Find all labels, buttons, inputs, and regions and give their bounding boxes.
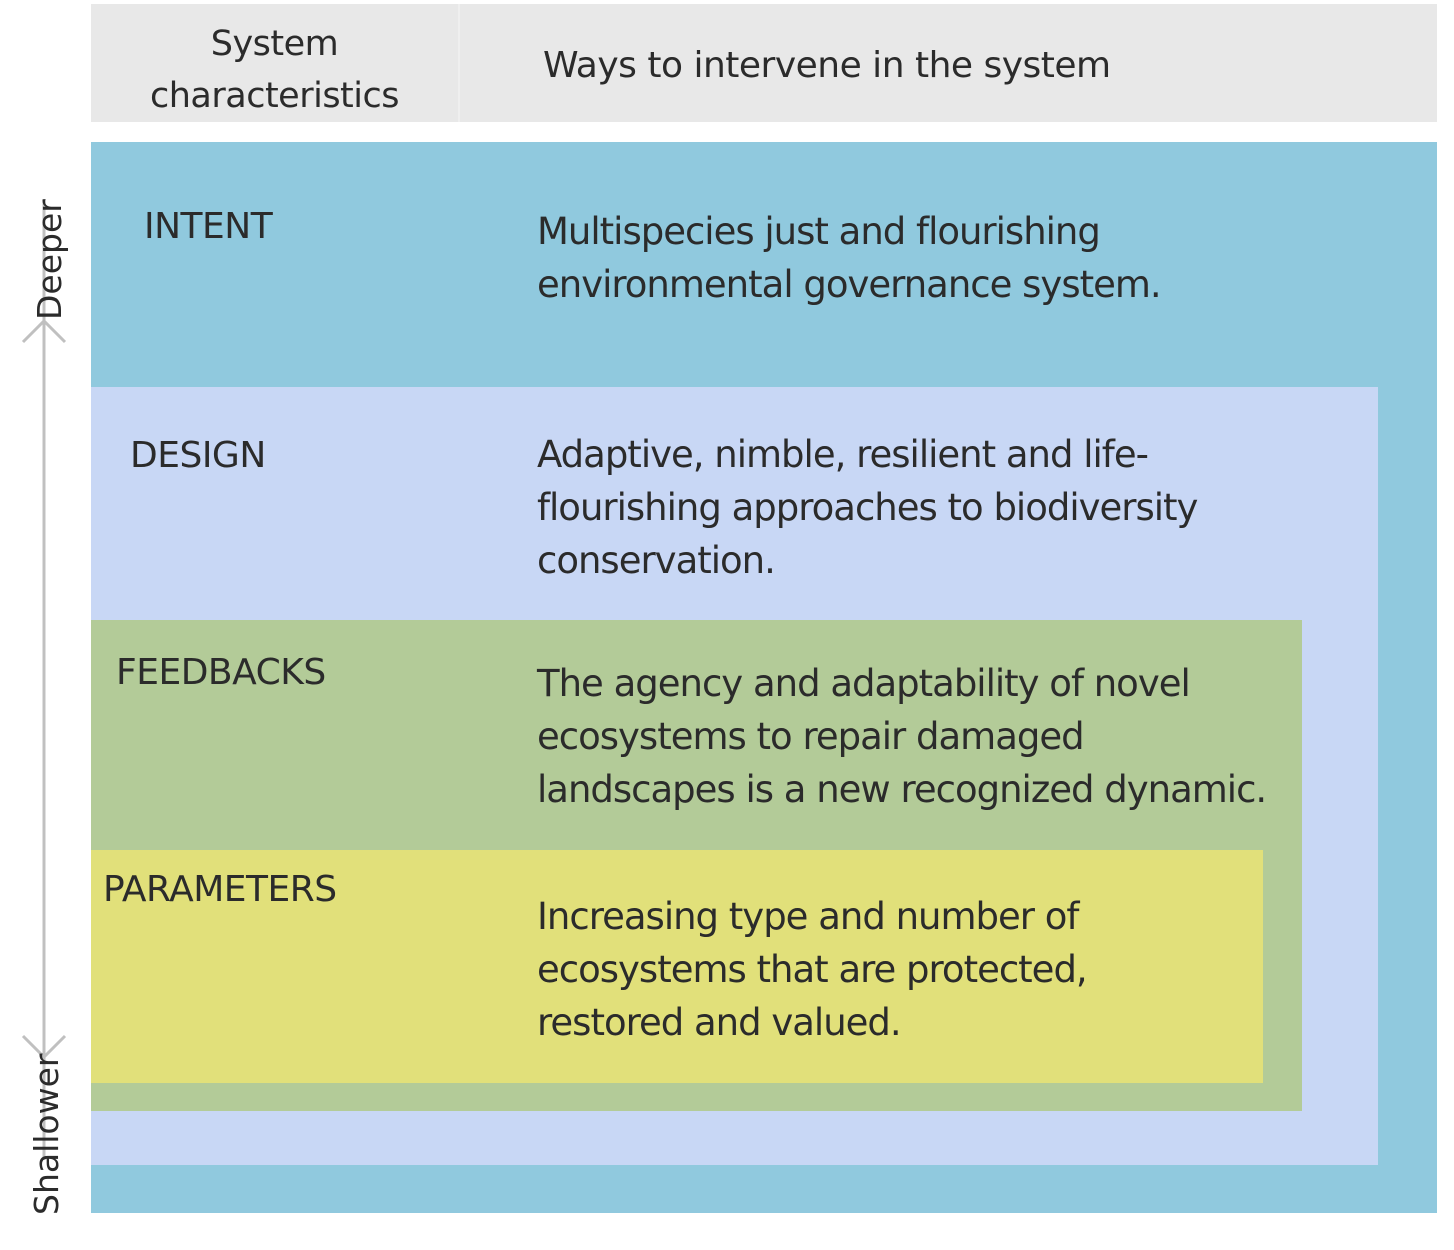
depth-axis: Deeper Shallower: [0, 140, 91, 1220]
layer-label-intent: INTENT: [144, 206, 273, 247]
layer-description-parameters: Increasing type and number of ecosystems…: [537, 895, 1088, 1044]
layer-label-parameters: PARAMETERS: [103, 869, 337, 910]
header-divider: [458, 4, 460, 122]
layer-parameters: PARAMETERS Increasing type and number of…: [91, 850, 1263, 1083]
layer-description-design: Adaptive, nimble, resilient and life- fl…: [537, 433, 1198, 582]
double-arrow-icon: [21, 200, 67, 1160]
axis-label-deeper: Deeper: [30, 199, 69, 320]
table-header: System characteristics Ways to intervene…: [91, 4, 1437, 122]
layer-label-design: DESIGN: [130, 435, 266, 476]
layer-label-feedbacks: FEEDBACKS: [116, 652, 326, 693]
layer-description-feedbacks: The agency and adaptability of novel eco…: [537, 662, 1267, 811]
header-ways-to-intervene: Ways to intervene in the system: [543, 45, 1111, 86]
header-system-characteristics: System characteristics: [150, 24, 399, 116]
layer-description-intent: Multispecies just and flourishing enviro…: [537, 210, 1162, 306]
axis-label-shallower: Shallower: [27, 1053, 66, 1215]
